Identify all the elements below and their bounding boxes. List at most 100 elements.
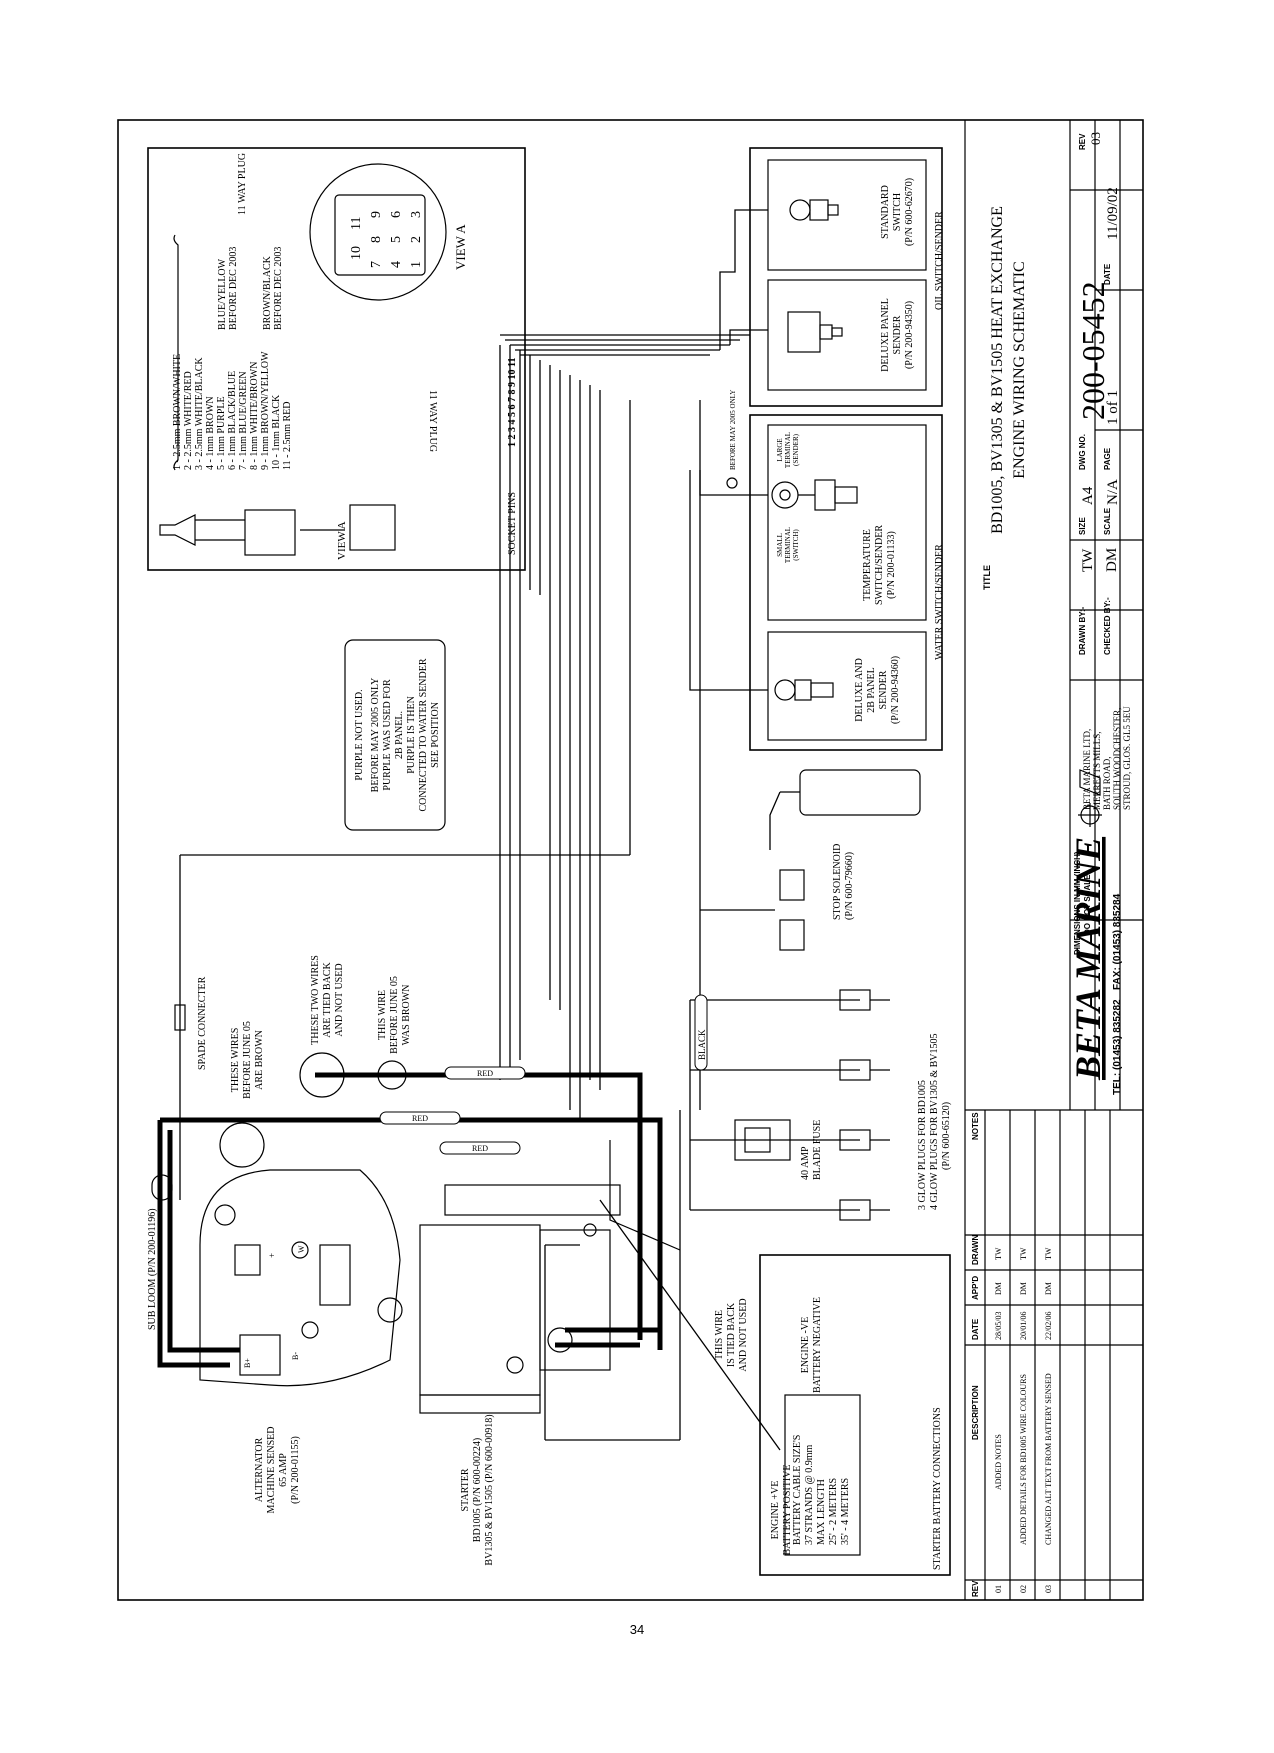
legend-entry: 10 - 1mm BLACK [271, 394, 282, 470]
purple-note-line: PURPLE IS THEN [406, 696, 417, 774]
legend-entry: 9 - 1mm BROWN/YELLOW [260, 351, 271, 470]
deluxe-water-sender-label: DELUXE AND [854, 658, 865, 722]
pin-number: 5 [389, 236, 404, 243]
alternator-label: MACHINE SENSED [266, 1427, 277, 1514]
rev-col-header: REV [971, 1580, 980, 1597]
revision-table: NOTES REV DESCRIPTION DATE APP'D DRAWN 0… [965, 1110, 1143, 1600]
note-line: WAS BROWN [401, 985, 412, 1046]
small-terminal-label: (SWITCH) [792, 529, 800, 561]
plug-pin-strip-title: 11 WAY PLUG [427, 390, 438, 452]
legend-entry: 2 - 2.5mm WHITE/RED [183, 371, 194, 470]
pin-number: 9 [369, 211, 384, 218]
table-row: 22/02/06 [1044, 1312, 1053, 1340]
glow-plug-icon [839, 1129, 890, 1151]
company-logo: BETA MARINE [1068, 837, 1108, 1081]
checked-by-value: DM [1104, 548, 1120, 572]
note-line: BEFORE JUNE 05 [242, 1021, 253, 1099]
glow-plug-icon [839, 1199, 890, 1221]
purple-note-line: 2B PANEL. [394, 711, 405, 759]
temp-sender-label: SWITCH/SENDER [874, 525, 885, 605]
alternator-label: (P/N 200-01155) [290, 1436, 301, 1504]
tied-one-note: THIS WIRE IS TIED BACK AND NOT USED [714, 1298, 749, 1371]
starter-motor: STARTER BD1005 (P/N 600-00224) BV1305 & … [419, 1184, 621, 1566]
cable-size-line: 37 STRANDS @ 0.9mm [804, 1444, 815, 1545]
drawn-by-label: DRAWN BY:- [1078, 606, 1087, 655]
desc-col-header: DESCRIPTION [971, 1385, 980, 1440]
stop-solenoid-label: (P/N 600-79660) [844, 852, 855, 920]
date-label: DATE [1103, 263, 1112, 285]
table-row: 28/05/03 [994, 1312, 1003, 1340]
fuse-label: BLADE FUSE [812, 1120, 823, 1180]
pin-number: 6 [389, 211, 404, 218]
red-wire-label: RED [472, 1144, 488, 1153]
alternator-label: 65 AMP [278, 1453, 289, 1487]
drawn-col-header: DRAWN [971, 1235, 980, 1265]
alt-terminal-label: + [267, 1253, 277, 1258]
drawn-by-value: TW [1080, 548, 1096, 572]
alt-terminal-label: B+ [243, 1358, 252, 1368]
standard-switch-label: STANDARD [880, 185, 891, 239]
pin-number: 4 [389, 261, 404, 268]
table-row: ADDED NOTES [994, 1434, 1003, 1490]
deluxe-water-sender-label: SENDER [878, 670, 889, 709]
plug-title: 11 WAY PLUG [237, 153, 248, 215]
legend-entry: 3 - 2.5mm WHITE/BLACK [194, 357, 205, 470]
fax-number: FAX: (01453) 835284 [1112, 893, 1123, 990]
spade-connector: SPADE CONNECTER [174, 976, 208, 1070]
legend-note-b: BEFORE DEC 2003 [273, 247, 284, 330]
table-row: TW [1044, 1247, 1053, 1260]
table-row: 02 [1019, 1585, 1028, 1593]
tied-two-note: THESE TWO WIRES ARE TIED BACK AND NOT US… [299, 955, 345, 1098]
dwg-no-value: 200-05452 [1075, 281, 1111, 420]
alt-terminal-label: B- [291, 1352, 300, 1360]
rev-value: 03 [1088, 132, 1103, 145]
glow-plug-icon [839, 1059, 890, 1081]
pin-number: 10 [349, 246, 364, 260]
tel-number: TEL: (01453) 835282 [1112, 999, 1123, 1095]
scale-label: SCALE [1103, 507, 1112, 535]
drawing-title-line1: BD1005, BV1305 & BV1505 HEAT EXCHANGE [989, 206, 1006, 534]
temp-sender-label: TEMPERATURE [862, 529, 873, 601]
rev-label: REV [1078, 133, 1087, 150]
title-block: TITLE BD1005, BV1305 & BV1505 HEAT EXCHA… [964, 120, 1143, 1600]
alternator-label: ALTERNATOR [254, 1437, 265, 1502]
sub-loom: SUB LOOM (P/N 200-01196) [147, 1174, 173, 1330]
deluxe-water-sender-label: 2B PANEL [866, 667, 877, 712]
small-terminal-label: SMALL [776, 533, 784, 557]
plug-view-a-diagram: 10 11 7 8 9 4 5 6 1 2 3 VIEW A [309, 163, 468, 301]
engine-pos-label: ENGINE +VE [770, 1481, 781, 1540]
wire-brown-note: THIS WIRE BEFORE JUNE 05 WAS BROWN [377, 976, 412, 1090]
dwg-no-label: DWG NO. [1078, 434, 1087, 470]
purple-note-line: BEFORE MAY 2005 ONLY [370, 678, 381, 793]
glow-plug-label: 3 GLOW PLUGS FOR BD1005 [917, 1080, 928, 1210]
dimensions-line2: DO NOT SCALE [1083, 874, 1092, 935]
table-row: 03 [1044, 1585, 1053, 1593]
note-line: IS TIED BACK [726, 1302, 737, 1367]
pin-number: 8 [369, 236, 384, 243]
standard-switch-label: SWITCH [892, 193, 903, 231]
blade-fuse: 40 AMP BLADE FUSE [734, 1119, 823, 1180]
company-address: BETA MARINE LTD, MERRETTS MILLS, BATH RO… [1082, 706, 1132, 810]
legend-note-a: BEFORE DEC 2003 [228, 247, 239, 330]
pin-number: 2 [409, 236, 424, 243]
date-value: 11/09/02 [1105, 187, 1121, 240]
stop-solenoid: STOP SOLENOID (P/N 600-79660) [769, 769, 921, 951]
table-row: 20/01/06 [1019, 1312, 1028, 1340]
engine-pos-label: BATTERY POSITIVE [782, 1464, 793, 1555]
sub-loom-label: SUB LOOM (P/N 200-01196) [147, 1208, 158, 1330]
address-line: BETA MARINE LTD, [1082, 729, 1092, 810]
purple-note-line: SEE POSITION [430, 702, 441, 768]
scale-value: N/A [1105, 479, 1121, 505]
table-row: TW [994, 1247, 1003, 1260]
plug-side-view: VIEW A [159, 504, 396, 560]
starter-battery-connections-panel: BATTERY CABLE SIZE'S 37 STRANDS @ 0.9mm … [759, 1254, 951, 1576]
starter-connections-title: STARTER BATTERY CONNECTIONS [932, 1407, 943, 1570]
position-marker-icon [726, 477, 738, 489]
engine-neg-label: ENGINE -VE [800, 1317, 811, 1373]
deluxe-oil-sender-label: SENDER [892, 315, 903, 354]
harness-wires [179, 209, 860, 1451]
glow-plug-label: 4 GLOW PLUGS FOR BV1305 & BV1505 [929, 1034, 940, 1211]
large-terminal-label: LARGE [776, 438, 784, 461]
deluxe-oil-sender-icon [787, 311, 843, 353]
standard-switch-label: (P/N 600-62670) [904, 178, 915, 246]
